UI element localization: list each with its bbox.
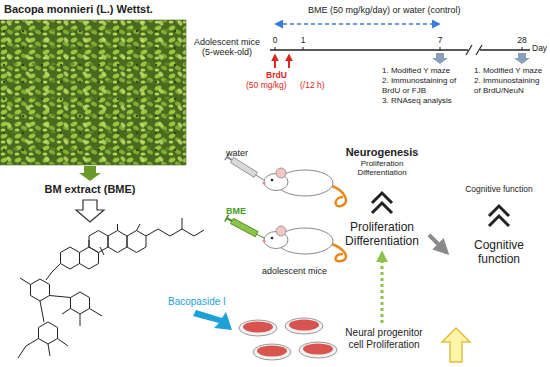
node-text: Cognitive function bbox=[452, 239, 546, 267]
annotation-label: 0 bbox=[267, 36, 283, 46]
hollow-up-arrow bbox=[442, 328, 470, 362]
flow-arrow bbox=[429, 235, 447, 253]
chemical-structure bbox=[18, 218, 204, 358]
annotation-label: water bbox=[226, 148, 248, 158]
annotation-label: BME (50 mg/kg/day) or water (control) bbox=[308, 5, 461, 15]
text-box: BM extract (BME) bbox=[40, 182, 140, 197]
syringe bbox=[225, 215, 269, 244]
annotation-label: 7 bbox=[432, 36, 448, 46]
annotation-label: BrdU bbox=[266, 71, 287, 81]
mouse bbox=[263, 168, 347, 206]
annotation-label: 1 bbox=[295, 36, 311, 46]
hollow-down-arrow bbox=[76, 200, 104, 222]
text-box: Cognitive function bbox=[455, 184, 543, 196]
culture-dishes bbox=[239, 318, 337, 360]
syringe bbox=[225, 153, 268, 184]
increase-chevron bbox=[372, 193, 392, 213]
timeline bbox=[270, 24, 530, 68]
flow-arrow bbox=[381, 253, 384, 323]
compound-arrow bbox=[193, 310, 232, 330]
heading: Bacopa monnieri (L.) Wettst. bbox=[4, 3, 153, 16]
annotation-label: 3. RNAseq analysis bbox=[382, 96, 468, 106]
annotation-label: BME bbox=[226, 206, 246, 216]
mouse bbox=[263, 226, 347, 261]
node-text: Proliferation Differentiation bbox=[342, 159, 422, 177]
node-text: BM extract (BME) bbox=[42, 183, 138, 196]
node-text: Neurogenesis bbox=[342, 146, 422, 159]
annotation-label: (/12 h) bbox=[300, 81, 325, 91]
annotation-label: Day bbox=[532, 44, 547, 54]
text-box: NeurogenesisProliferation Differentiatio… bbox=[340, 145, 424, 178]
text-box: Neural progenitor cell Proliferation bbox=[336, 326, 432, 351]
annotation-label: 2. Immunostaining of BrdU or FJB bbox=[382, 76, 468, 96]
annotation-label: adolescent mice bbox=[262, 266, 327, 276]
annotation-label: Bacopaside I bbox=[168, 296, 226, 308]
text-box: Cognitive function bbox=[450, 238, 548, 268]
annotation-label: 28 bbox=[512, 36, 532, 46]
down-arrow bbox=[79, 166, 101, 181]
text-box: Proliferation Differentiation bbox=[338, 220, 426, 250]
node-text: Cognitive function bbox=[457, 185, 541, 195]
increase-chevron bbox=[489, 206, 509, 226]
annotation-label: (50 mg/kg) bbox=[246, 81, 287, 91]
annotation-label: 1. Modified Y maze bbox=[474, 66, 548, 76]
annotation-label: 2. Immunostaining of BrdU/NeuN bbox=[474, 76, 548, 96]
annotation-label: 1. Modified Y maze bbox=[382, 66, 468, 76]
plant-photo bbox=[0, 20, 186, 165]
annotation-label: Adolescent mice (5-week-old) bbox=[190, 37, 264, 57]
node-text: Proliferation Differentiation bbox=[340, 221, 424, 249]
node-text: Neural progenitor cell Proliferation bbox=[338, 327, 430, 350]
